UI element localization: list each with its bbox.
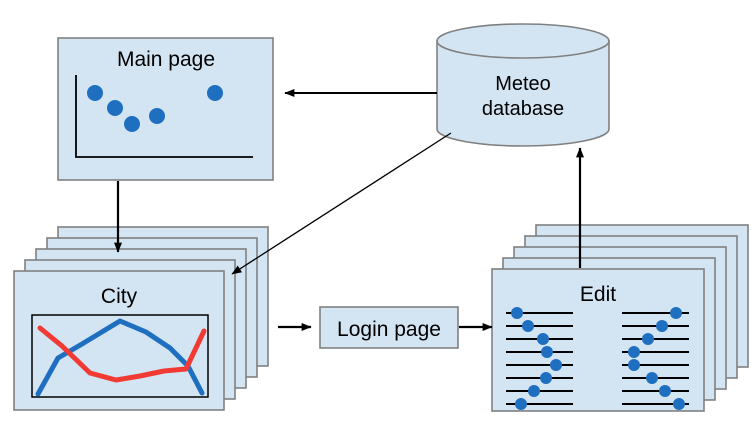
login-page-box [319,306,459,349]
edit-slider-handles-right[interactable] [628,307,685,410]
edit-slider-left-column[interactable] [506,307,573,410]
diagram-edges [114,89,584,331]
city-series-blue [35,318,205,397]
login-page-label: Login page [337,318,441,341]
node-main-page[interactable]: Main page [57,37,274,181]
node-login-page[interactable]: Login page [319,306,459,349]
edge-db-to-city [231,132,452,275]
edit-slider-handles-left[interactable] [511,307,562,410]
node-city[interactable]: City [13,226,269,411]
main-page-scatter-plot [75,75,253,158]
scatter-axes [75,75,253,158]
database-label-line2: database [482,98,564,120]
scatter-points [87,85,223,132]
city-layer-1-front [13,270,225,411]
edit-slider-right-column[interactable] [622,307,689,410]
city-label: City [101,285,138,308]
city-series-red [37,325,207,383]
edit-label: Edit [580,283,616,306]
cylinder-body [436,40,610,147]
city-line-chart [31,314,209,398]
database-label-line1: Meteo [495,73,551,95]
main-page-label: Main page [117,48,215,71]
city-chart-frame [31,314,209,398]
cylinder-top [436,23,610,59]
node-edit[interactable]: Edit [491,224,749,412]
node-meteo-database[interactable]: Meteo database [436,23,610,147]
